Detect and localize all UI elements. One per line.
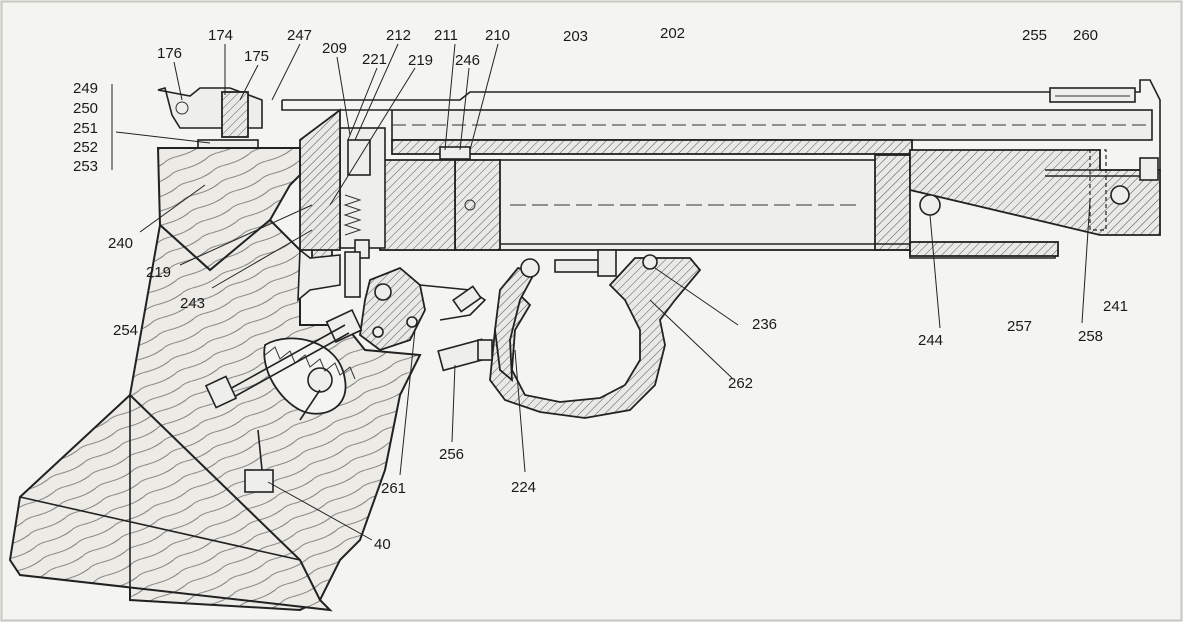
callout-260: 260 (1073, 27, 1098, 44)
callout-247: 247 (287, 27, 312, 44)
callout-250: 250 (73, 100, 98, 117)
callout-256: 256 (439, 446, 464, 463)
rear-sight-block (1049, 87, 1136, 103)
callout-241: 241 (1103, 298, 1128, 315)
callout-224: 224 (511, 479, 536, 496)
callout-212: 212 (386, 27, 411, 44)
callout-labels: 176 174 175 247 209 212 221 211 219 210 … (73, 25, 1128, 553)
grip-cavity (263, 337, 347, 415)
palm-shelf (8, 393, 333, 612)
callout-251: 251 (73, 120, 98, 137)
callout-240: 240 (108, 235, 133, 252)
callout-243: 243 (180, 295, 205, 312)
callout-252: 252 (73, 139, 98, 156)
rail-plate (909, 241, 1059, 257)
callout-210: 210 (485, 27, 510, 44)
callout-246: 246 (455, 52, 480, 69)
barrel-assembly (281, 79, 1161, 259)
callout-174: 174 (208, 27, 233, 44)
callout-253: 253 (73, 158, 98, 175)
barrel-jacket (391, 139, 913, 155)
callout-221: 221 (362, 51, 387, 68)
callout-203: 203 (563, 28, 588, 45)
callout-261: 261 (381, 480, 406, 497)
callout-258: 258 (1078, 328, 1103, 345)
callout-236: 236 (752, 316, 777, 333)
callout-249: 249 (73, 80, 98, 97)
callout-257: 257 (1007, 318, 1032, 335)
pin-244 (919, 194, 941, 216)
sear-lever (359, 266, 426, 352)
pin-241 (1110, 185, 1130, 205)
callout-176: 176 (157, 45, 182, 62)
callout-202: 202 (660, 25, 685, 42)
callout-262: 262 (728, 375, 753, 392)
callout-209: 209 (322, 40, 347, 57)
cylinder-end-cap (874, 154, 911, 251)
receiver-top (282, 79, 1161, 171)
breech-block (379, 159, 456, 251)
callout-219-left: 219 (146, 264, 171, 281)
leader-lines (111, 43, 1091, 541)
grip-screw-40 (244, 469, 274, 493)
callout-255: 255 (1022, 27, 1047, 44)
front-block (909, 149, 1161, 236)
callout-175: 175 (244, 48, 269, 65)
callout-219-top: 219 (408, 52, 433, 69)
callout-40: 40 (374, 536, 391, 553)
callout-244: 244 (918, 332, 943, 349)
pin-236 (642, 254, 658, 270)
trigger-mechanism (204, 249, 702, 419)
breech-assembly (157, 87, 471, 266)
callout-254: 254 (113, 322, 138, 339)
piston-head (454, 159, 501, 251)
callout-211: 211 (434, 27, 458, 44)
grip-stock (8, 147, 422, 612)
trigger-spring (264, 346, 356, 380)
valve-spring (343, 194, 362, 236)
